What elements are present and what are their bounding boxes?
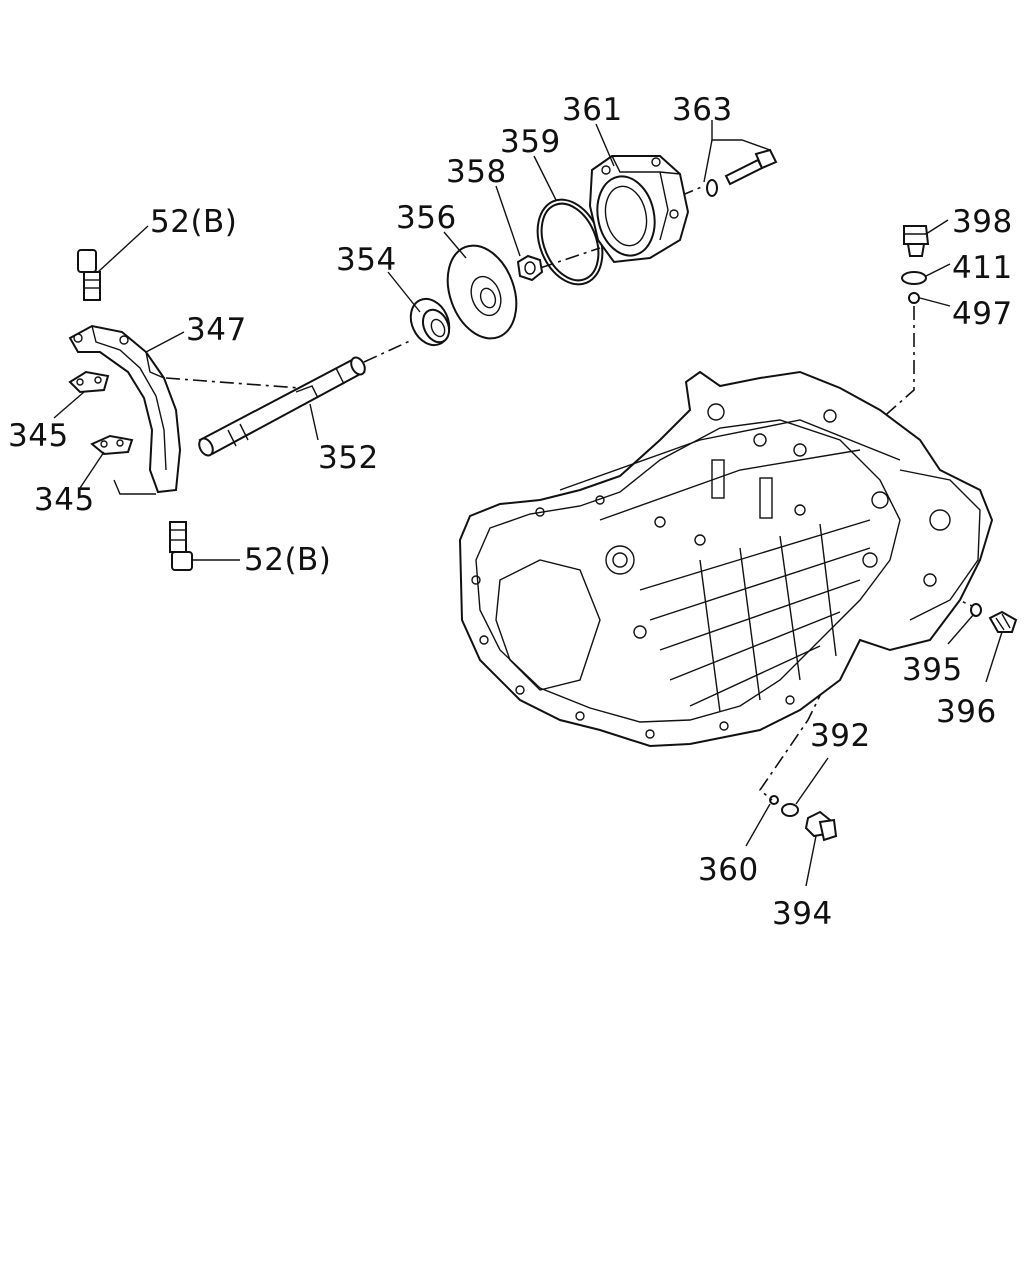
callout-396: 396 — [936, 694, 997, 730]
callout-356: 356 — [396, 200, 457, 236]
switch-394 — [804, 810, 838, 842]
shift-shaft-352 — [198, 356, 366, 457]
bolt-52b-bottom — [169, 521, 193, 571]
callout-358: 358 — [446, 154, 507, 190]
callout-360: 360 — [698, 852, 759, 888]
callout-52b-top: 52(B) — [150, 204, 237, 240]
housing-361 — [588, 155, 690, 264]
pad-345-upper — [68, 370, 110, 394]
seal-354 — [409, 297, 451, 347]
callout-497: 497 — [952, 296, 1013, 332]
cover-356 — [446, 244, 518, 340]
bolt-363 — [706, 148, 778, 197]
washer-395 — [970, 603, 982, 617]
callout-52b-bottom: 52(B) — [244, 542, 331, 578]
callout-361: 361 — [562, 92, 623, 128]
callout-359: 359 — [500, 124, 561, 160]
callout-363: 363 — [672, 92, 733, 128]
washer-411 — [901, 271, 927, 285]
nut-358 — [516, 254, 544, 282]
ring-360 — [769, 795, 779, 805]
leader-lines — [53, 120, 1003, 887]
callout-345-lower: 345 — [34, 482, 95, 518]
ring-497 — [908, 292, 920, 304]
washer-392 — [781, 803, 799, 817]
callout-392: 392 — [810, 718, 871, 754]
switch-396 — [988, 610, 1018, 633]
callout-411: 411 — [952, 250, 1013, 286]
callout-347: 347 — [186, 312, 247, 348]
shift-fork-347 — [68, 324, 182, 495]
plug-398 — [903, 225, 930, 257]
callout-345-upper: 345 — [8, 418, 69, 454]
transmission-case — [458, 370, 994, 748]
bolt-52b-top — [77, 249, 101, 301]
pad-345-lower — [90, 434, 134, 456]
callout-354: 354 — [336, 242, 397, 278]
callout-398: 398 — [952, 204, 1013, 240]
callout-395: 395 — [902, 652, 963, 688]
callout-labels: 52(B) 347 345 345 352 52(B) 354 356 358 … — [8, 92, 1013, 932]
callout-394: 394 — [772, 896, 833, 932]
callout-352: 352 — [318, 440, 379, 476]
